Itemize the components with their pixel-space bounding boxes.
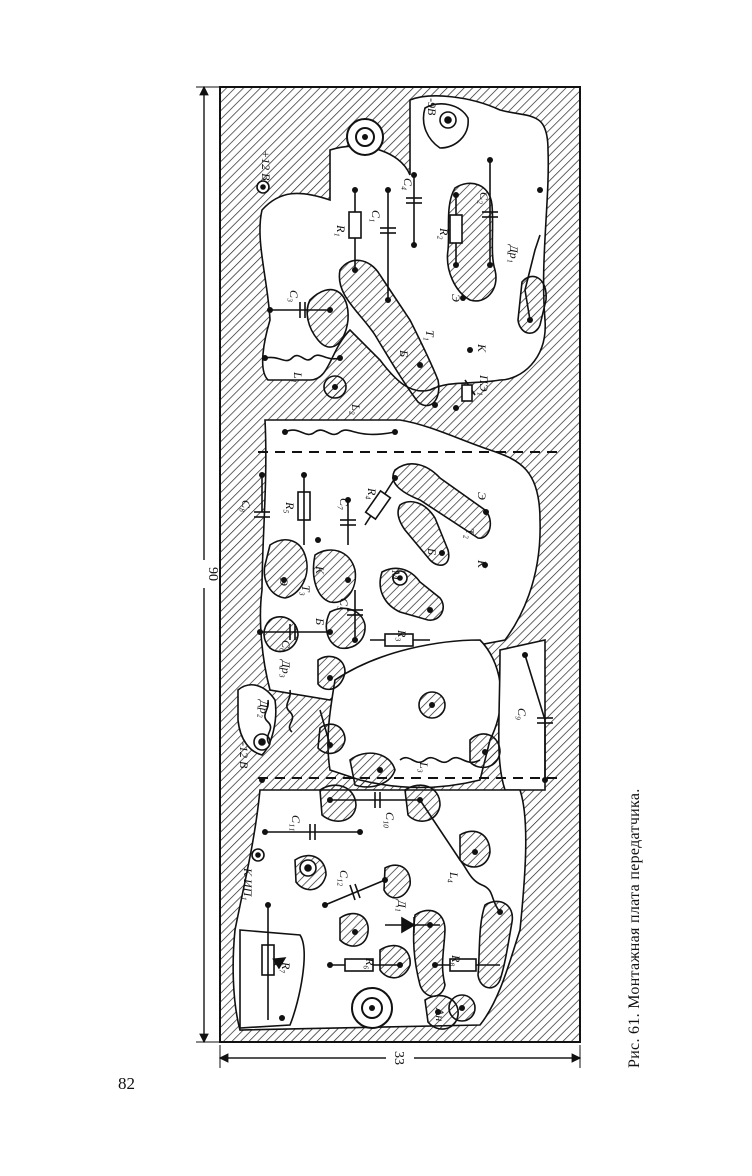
label-R2: R₂ [437, 227, 451, 240]
label-pin-M: М [389, 569, 403, 581]
label-Dr2: Др₂ [257, 699, 271, 718]
label-pin-B-T3: Б [313, 617, 327, 625]
figure-caption: Рис. 61. Монтажная плата передатчика. [626, 788, 643, 1068]
terminal-labels: +12 В -9В -12 В К ИП₁ Ан [237, 98, 447, 1021]
terminal-to-ip-label: К ИП₁ [241, 867, 255, 900]
dimension-width: 33 [218, 1045, 582, 1068]
label-C5: C₅ [337, 598, 351, 610]
label-pin-E-T2: Э [475, 492, 489, 500]
label-C12: C₁₂ [337, 870, 351, 886]
label-Dr1: Др₁ [507, 244, 521, 263]
label-C4: C₄ [401, 178, 415, 190]
terminal-plus12-label: +12 В [259, 150, 273, 181]
label-R3: R₃ [395, 629, 409, 642]
label-pin-E-T1: Э [449, 294, 463, 302]
label-T3: T₃ [299, 585, 313, 596]
label-C6: C₆ [279, 640, 293, 652]
copper-pads [239, 182, 547, 1030]
page-number: 82 [118, 1074, 135, 1093]
label-pin-K-T2: К [475, 559, 489, 569]
terminal-antenna-label: Ан [433, 1007, 447, 1021]
label-C11: C₁₁ [289, 815, 303, 831]
label-C1: C₁ [369, 210, 383, 222]
label-L1: L₁ [291, 371, 305, 383]
label-C7: C₇ [337, 498, 351, 510]
label-T2: T₂ [463, 528, 477, 539]
label-pin-E-T3: Э [277, 578, 291, 586]
label-C8: C₈ [239, 500, 253, 512]
width-dimension-label: 33 [391, 1051, 406, 1065]
terminal-minus12-label: -12 В [237, 742, 251, 769]
component-labels: R₁ R₂ R₃ R₄ R₅ R₆ R₇ R₈ C₁ C₂ C₃ C₄ C₅ C… [239, 178, 529, 974]
solder-points [257, 157, 548, 1021]
label-PE1: ПЭ₁ [477, 374, 491, 396]
label-T1: T₁ [423, 330, 437, 341]
mounting-holes [323, 118, 476, 1029]
figure-caption-wrapper: Рис. 61. Монтажная плата передатчика. [626, 688, 648, 1068]
label-pin-K-T3: К [313, 565, 327, 575]
label-C9: C₉ [515, 708, 529, 720]
label-pin-B-T1: Б [397, 349, 411, 357]
label-R1: R₁ [334, 224, 348, 237]
label-D1: Д₁ [395, 899, 409, 912]
label-R8: R₈ [449, 954, 463, 967]
label-pin-K-T1: К [475, 343, 489, 353]
label-pin-B-T2: Б [425, 547, 439, 555]
dimension-length: 90 [196, 85, 220, 1044]
length-dimension-label: 90 [205, 567, 220, 581]
label-L2: L₂ [349, 403, 363, 415]
label-C3: C₃ [287, 290, 301, 302]
label-Dr3: Др₃ [279, 659, 293, 678]
component-wiring [254, 160, 553, 1020]
label-R4: R₄ [365, 487, 379, 500]
circuit-board [219, 86, 581, 1043]
label-R5: R₅ [283, 501, 297, 514]
label-L4: L₄ [447, 871, 461, 883]
terminal-rings [251, 111, 457, 877]
terminal-minus9-label: -9В [425, 98, 439, 116]
label-L3: L₃ [417, 761, 431, 773]
label-C10: C₁₀ [383, 812, 397, 828]
label-R7: R₇ [279, 961, 293, 974]
label-R6: R₆ [363, 957, 377, 970]
label-C2: C₂ [477, 192, 491, 204]
